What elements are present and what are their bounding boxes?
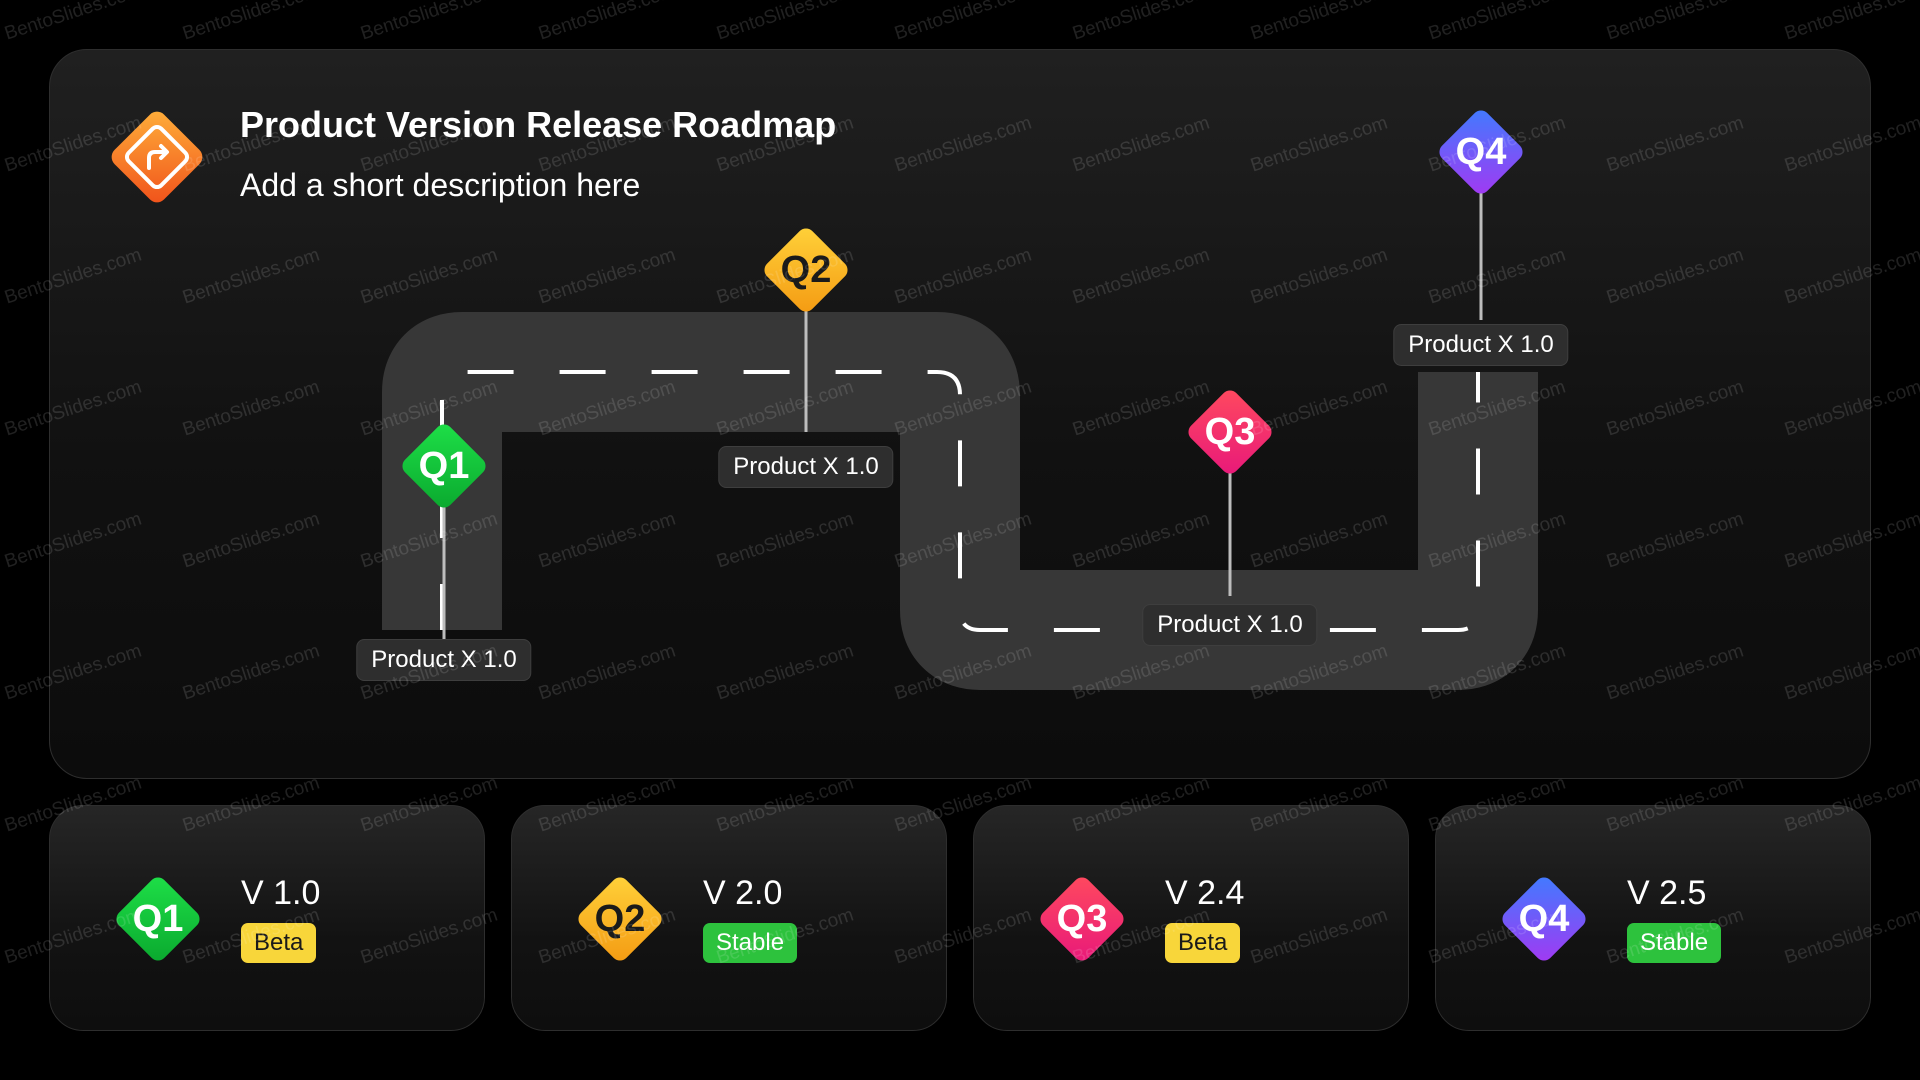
milestone-quarter: Q3 bbox=[1204, 411, 1256, 453]
card-version: V 1.0 bbox=[241, 874, 321, 912]
card-marker-q4: Q4 bbox=[1489, 864, 1599, 974]
diamond-marker-icon bbox=[764, 228, 848, 312]
milestone-quarter: Q4 bbox=[1455, 131, 1507, 173]
page-title: Product Version Release Roadmap bbox=[240, 104, 837, 145]
milestone-quarter: Q1 bbox=[418, 445, 470, 487]
milestone-label-q1: Product X 1.0 bbox=[356, 639, 532, 681]
diamond-marker-icon bbox=[578, 877, 662, 961]
diamond-marker-icon bbox=[1439, 110, 1523, 194]
version-card-q2[interactable]: Q2 V 2.0 Stable bbox=[511, 805, 947, 1031]
diamond-marker-icon bbox=[1040, 877, 1124, 961]
diamond-marker-icon bbox=[402, 424, 486, 508]
milestone-label-q4: Product X 1.0 bbox=[1393, 324, 1569, 366]
diamond-marker-icon bbox=[116, 877, 200, 961]
road bbox=[382, 312, 1538, 690]
card-version: V 2.0 bbox=[703, 874, 783, 912]
status-badge: Beta bbox=[1165, 923, 1241, 963]
card-marker-q3: Q3 bbox=[1027, 864, 1137, 974]
milestone-quarter: Q2 bbox=[780, 249, 832, 291]
version-card-q1[interactable]: Q1 V 1.0 Beta bbox=[49, 805, 485, 1031]
version-card-q3[interactable]: Q3 V 2.4 Beta bbox=[973, 805, 1409, 1031]
milestone-marker-q1[interactable]: Q1 bbox=[389, 411, 499, 521]
card-quarter: Q3 bbox=[1056, 898, 1108, 940]
card-version: V 2.4 bbox=[1165, 874, 1245, 912]
card-quarter: Q1 bbox=[132, 898, 184, 940]
page-subtitle: Add a short description here bbox=[240, 167, 641, 203]
status-badge: Beta bbox=[241, 923, 317, 963]
card-quarter: Q2 bbox=[594, 898, 646, 940]
status-badge: Stable bbox=[703, 923, 798, 963]
card-marker-q2: Q2 bbox=[565, 864, 675, 974]
milestone-label-q2: Product X 1.0 bbox=[718, 446, 894, 488]
version-card-q4[interactable]: Q4 V 2.5 Stable bbox=[1435, 805, 1871, 1031]
turn-right-arrow-icon bbox=[111, 111, 203, 203]
milestone-marker-q2[interactable]: Q2 bbox=[751, 215, 861, 325]
milestone-marker-q4[interactable]: Q4 bbox=[1426, 97, 1536, 207]
milestone-label-q3: Product X 1.0 bbox=[1142, 604, 1318, 646]
status-badge: Stable bbox=[1627, 923, 1722, 963]
diamond-marker-icon bbox=[1502, 877, 1586, 961]
diamond-marker-icon bbox=[1188, 390, 1272, 474]
milestone-marker-q3[interactable]: Q3 bbox=[1175, 377, 1285, 487]
card-marker-q1: Q1 bbox=[103, 864, 213, 974]
card-version: V 2.5 bbox=[1627, 874, 1707, 912]
card-quarter: Q4 bbox=[1518, 898, 1570, 940]
